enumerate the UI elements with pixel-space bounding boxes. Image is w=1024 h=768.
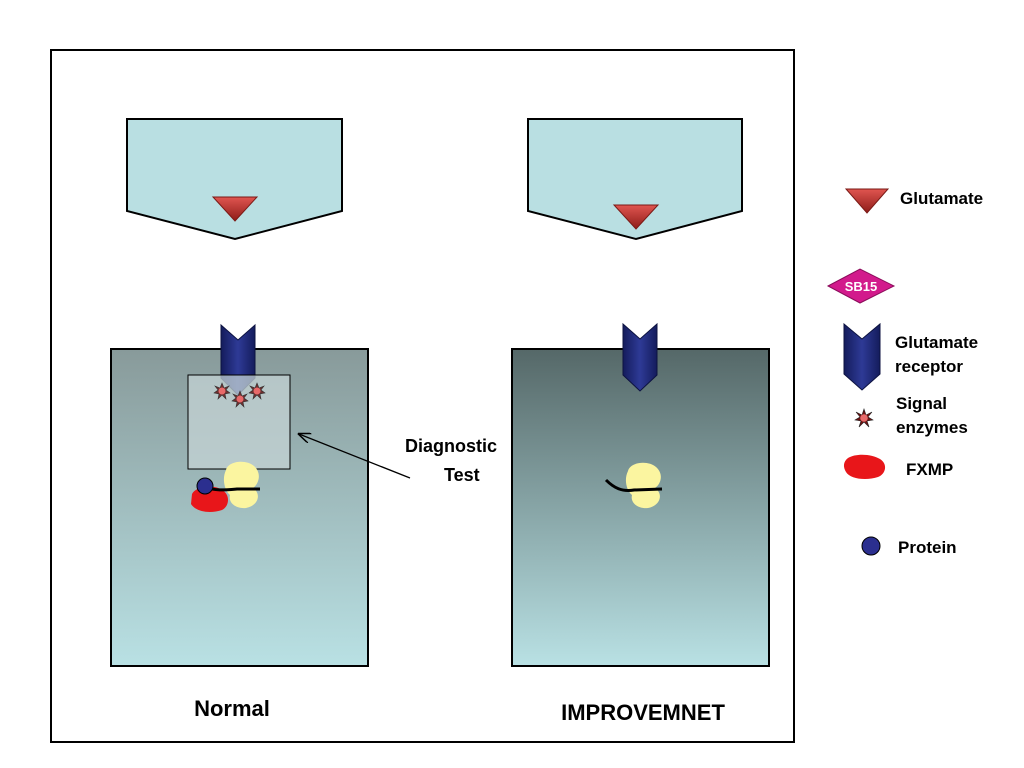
legend-receptor-icon bbox=[843, 322, 881, 391]
diagnostic-test-box bbox=[187, 374, 291, 470]
glutamate-receptor-right bbox=[622, 322, 658, 392]
caption-improvement: IMPROVEMNET bbox=[561, 700, 725, 725]
yellow-enzyme-left bbox=[223, 461, 259, 509]
legend-receptor-label-line2: receptor bbox=[895, 357, 963, 376]
diagnostic-arrow bbox=[299, 434, 411, 479]
legend-protein-label: Protein bbox=[898, 538, 957, 557]
left-panel: Normal bbox=[110, 118, 369, 721]
glutamate-left bbox=[211, 196, 259, 222]
legend-signal-icon bbox=[854, 408, 874, 428]
diagnostic-label-line1: Diagnostic bbox=[405, 436, 497, 456]
glutamate-right bbox=[612, 204, 660, 230]
binding-line-right bbox=[604, 478, 663, 492]
legend-receptor-label-line1: Glutamate bbox=[895, 333, 978, 352]
legend-sb15-label: SB15 bbox=[845, 279, 878, 294]
legend-fxmp-label: FXMP bbox=[906, 460, 953, 479]
legend-glutamate-label: Glutamate bbox=[900, 189, 983, 208]
yellow-enzyme-right bbox=[625, 462, 661, 509]
caption-normal: Normal bbox=[194, 696, 270, 721]
legend-glutamate-icon bbox=[844, 188, 890, 214]
postsynaptic-cell-right bbox=[511, 348, 770, 667]
legend-signal-label-line1: Signal bbox=[896, 394, 947, 413]
right-panel: IMPROVEMNET bbox=[511, 118, 770, 725]
presynaptic-bulb-left bbox=[126, 118, 343, 241]
legend: Glutamate SB15 Glutamate receptor Signal… bbox=[826, 188, 983, 557]
legend-signal-label-line2: enzymes bbox=[896, 418, 968, 437]
legend-protein-icon bbox=[861, 536, 881, 556]
diagnostic-label-line2: Test bbox=[444, 465, 480, 485]
signal-enzymes-left bbox=[213, 382, 266, 408]
presynaptic-bulb-right bbox=[527, 118, 743, 241]
legend-sb15-icon bbox=[826, 268, 896, 304]
legend-fxmp-icon bbox=[843, 454, 886, 480]
protein-left bbox=[196, 477, 214, 495]
